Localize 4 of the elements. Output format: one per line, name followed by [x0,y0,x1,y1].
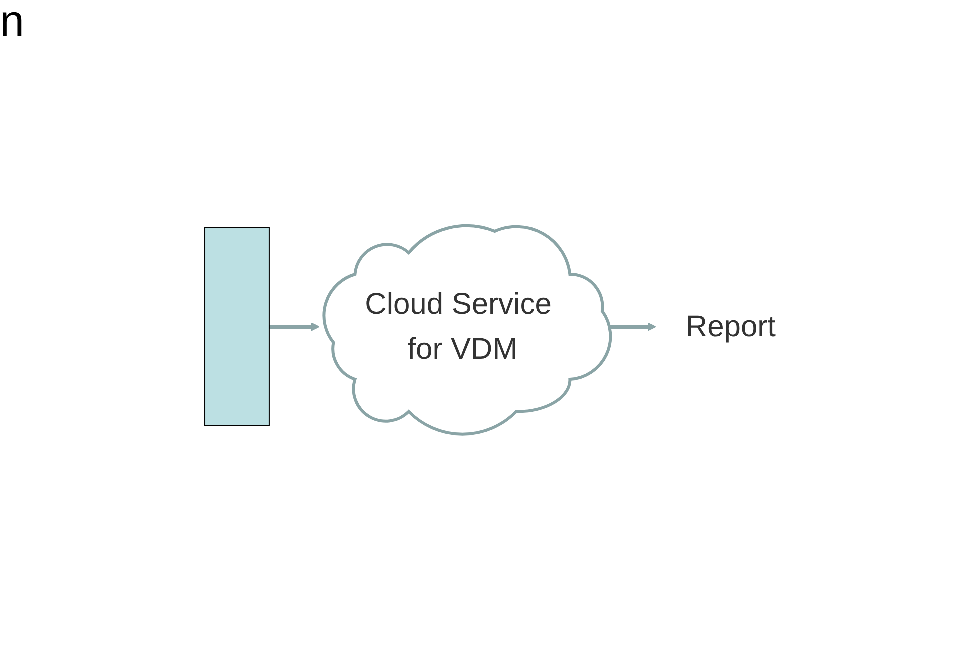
cut-off-text: n [0,0,24,46]
arrow [268,322,320,332]
node-text: Report [685,310,776,344]
node-bar [204,227,270,426]
